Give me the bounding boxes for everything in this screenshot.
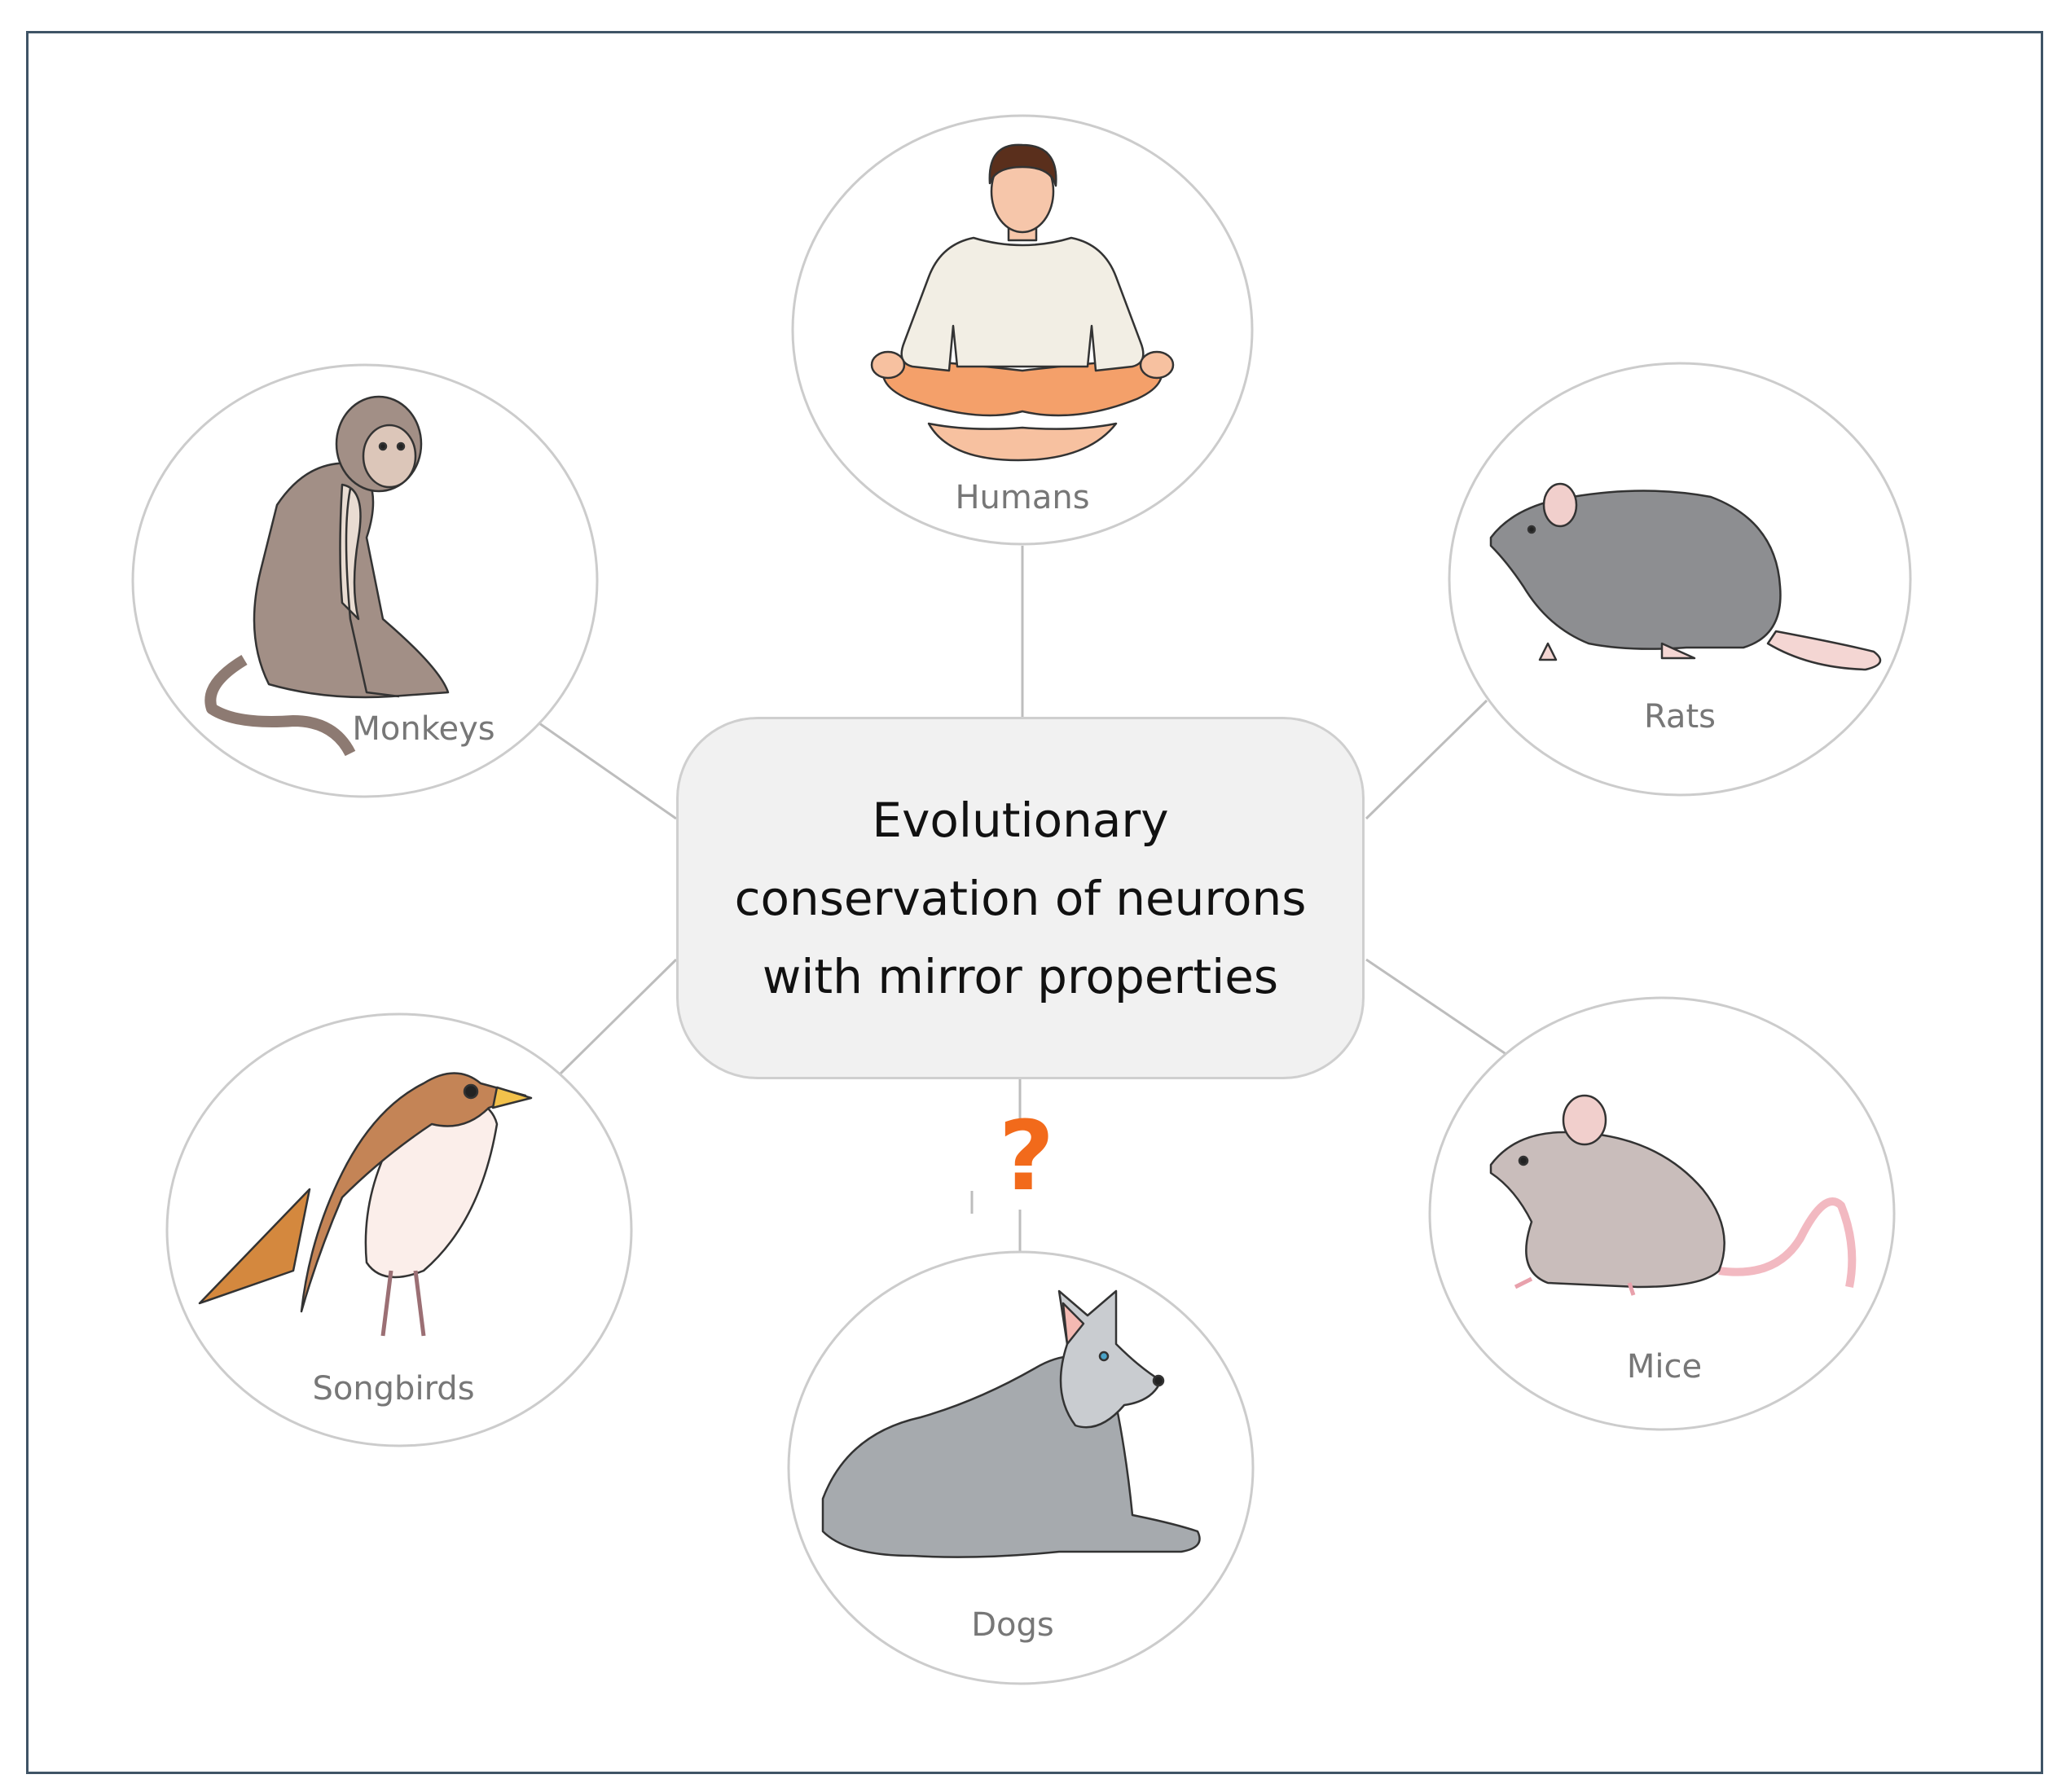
monkey-icon (204, 395, 450, 757)
central-topic-line-1: Evolutionary (872, 792, 1169, 848)
connector-mice (1365, 958, 1508, 1056)
connector-songbirds (559, 958, 678, 1075)
rat-icon (1489, 482, 1882, 671)
node-label-monkeys: Monkeys (352, 710, 495, 748)
central-topic-line-3: with mirror properties (762, 948, 1279, 1004)
dog-icon (821, 1289, 1201, 1558)
central-topic-box: Evolutionary conservation of neurons wit… (676, 717, 1365, 1079)
node-label-rats: Rats (1644, 698, 1716, 736)
node-label-songbirds: Songbirds (312, 1370, 475, 1408)
songbird-icon (198, 1072, 533, 1337)
central-topic-line-2: conservation of neurons (734, 870, 1307, 926)
connector-monkeys (538, 722, 677, 820)
node-label-mice: Mice (1626, 1348, 1703, 1386)
question-mark: ? (998, 1100, 1055, 1212)
node-label-dogs: Dogs (971, 1606, 1054, 1644)
connector-rats (1365, 699, 1488, 820)
human-icon (870, 143, 1175, 462)
node-label-humans: Humans (955, 479, 1090, 516)
mouse-icon (1489, 1094, 1857, 1296)
